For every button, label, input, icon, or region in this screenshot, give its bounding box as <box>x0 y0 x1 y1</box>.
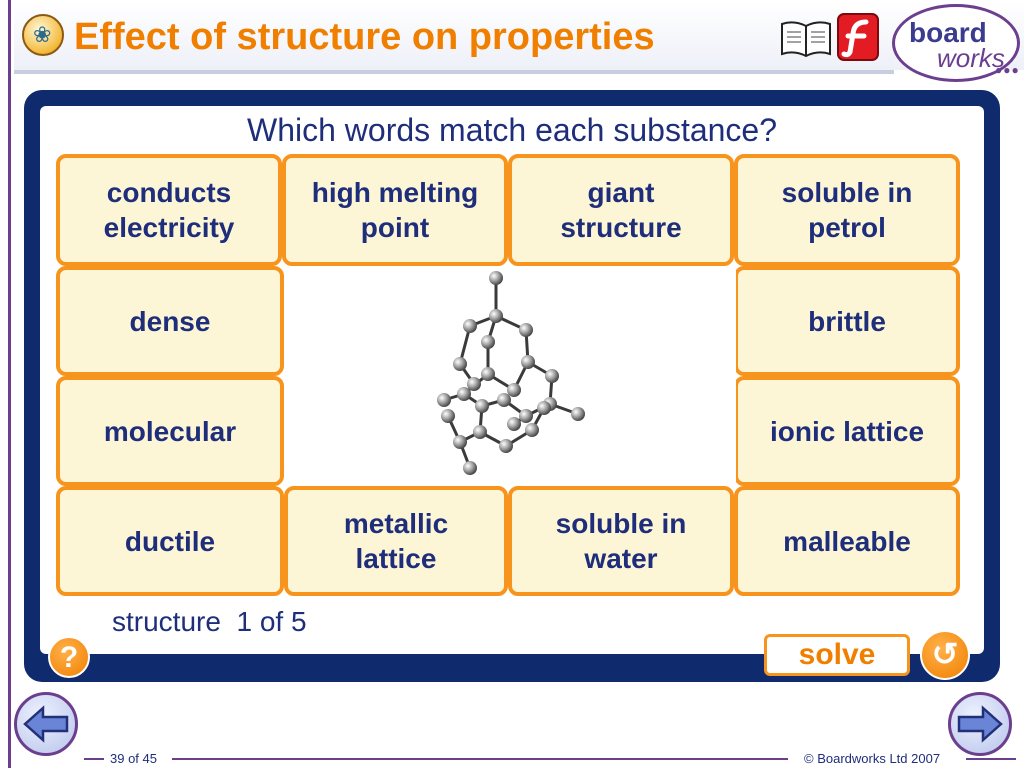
card-soluble-in-water[interactable]: soluble in water <box>508 486 734 596</box>
structure-counter: structure 1 of 5 <box>112 606 307 637</box>
help-button[interactable]: ? <box>44 636 100 680</box>
card-giant-structure[interactable]: giant structure <box>508 154 734 266</box>
previous-slide-button[interactable] <box>14 692 78 756</box>
card-brittle[interactable]: brittle <box>734 266 960 376</box>
card-metallic-lattice[interactable]: metallic lattice <box>284 486 508 596</box>
flash-icon[interactable] <box>836 12 880 62</box>
copyright-text: © Boardworks Ltd 2007 <box>804 751 941 766</box>
arrow-left-icon <box>23 705 69 743</box>
card-ductile[interactable]: ductile <box>56 486 284 596</box>
footer-divider <box>966 758 1016 760</box>
card-malleable[interactable]: malleable <box>734 486 960 596</box>
page-title: Effect of structure on properties <box>74 16 655 58</box>
solve-button[interactable]: solve <box>764 634 910 676</box>
arrow-right-icon <box>957 705 1003 743</box>
footer-divider <box>172 758 788 760</box>
header-divider <box>14 70 894 74</box>
boardworks-emblem-icon: ❀ <box>22 14 64 56</box>
book-icon[interactable] <box>780 18 832 58</box>
card-conducts-electricity[interactable]: conducts electricity <box>56 154 282 266</box>
left-border <box>8 0 11 768</box>
question-mark-icon: ? <box>48 636 90 678</box>
card-dense[interactable]: dense <box>56 266 284 376</box>
page-number: 39 of 45 <box>110 751 157 766</box>
card-soluble-in-petrol[interactable]: soluble in petrol <box>734 154 960 266</box>
diamond-structure-image <box>437 271 585 475</box>
card-molecular[interactable]: molecular <box>56 376 284 486</box>
reset-icon[interactable]: ↺ <box>920 630 970 680</box>
question-text: Which words match each substance? <box>246 112 778 148</box>
footer-divider <box>84 758 104 760</box>
card-ionic-lattice[interactable]: ionic lattice <box>734 376 960 486</box>
card-high-melting-point[interactable]: high melting point <box>282 154 508 266</box>
boardworks-logo: board works ●●● <box>892 4 1020 82</box>
next-slide-button[interactable] <box>948 692 1012 756</box>
structure-image-area <box>284 266 736 486</box>
